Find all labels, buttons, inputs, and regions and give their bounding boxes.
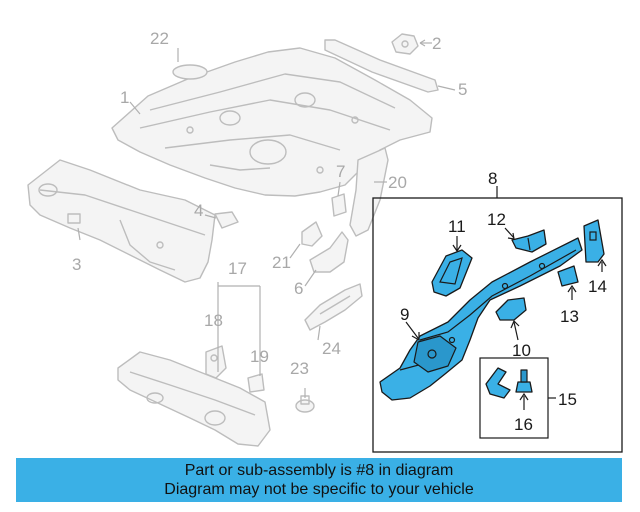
part-19-bracket: [247, 373, 265, 393]
callout-1: 1: [120, 88, 129, 107]
callout-23: 23: [290, 359, 309, 378]
parts-diagram: 22 2 5 1 3 4 7 20 21 6 24 17 18 19 23 8: [27, 29, 623, 453]
part-16-bolt: [515, 369, 533, 410]
callout-10: 10: [512, 341, 531, 360]
part-20-pillar: [349, 147, 389, 237]
black-callout-numbers: 11 12 14 13 9 10 15 16: [400, 210, 607, 434]
callout-15: 15: [558, 390, 577, 409]
part-22-plug: [172, 64, 208, 80]
callout-16: 16: [514, 415, 533, 434]
callout-19: 19: [250, 347, 269, 366]
callout-2: 2: [432, 34, 441, 53]
callout-14: 14: [588, 277, 607, 296]
part-24-rail: [304, 283, 363, 331]
part-2-bracket: [391, 33, 419, 55]
callout-8: 8: [488, 169, 497, 188]
part-10-mount: [495, 297, 527, 341]
assembly-8-box: 8: [372, 169, 623, 453]
callout-4: 4: [194, 201, 203, 220]
callout-22: 22: [150, 29, 169, 48]
part-7-bracket: [331, 193, 347, 217]
part-11-pad: [431, 236, 473, 297]
part-14-bracket: [583, 219, 607, 272]
part-12-bracket: [504, 227, 547, 253]
part-13-bracket: [557, 265, 579, 300]
callout-3: 3: [72, 255, 81, 274]
part-21-mount: [301, 221, 323, 247]
callout-21: 21: [272, 253, 291, 272]
gray-callout-numbers: 22 2 5 1 3 4 7 20 21 6 24 17 18 19 23: [72, 29, 467, 378]
info-banner: Part or sub-assembly is #8 in diagram Di…: [16, 458, 622, 502]
part-15-subassembly: [479, 357, 556, 439]
callout-9: 9: [400, 305, 409, 324]
part-18-bracket: [205, 345, 227, 379]
part-17-crossmember: [117, 351, 271, 447]
gray-leader-lines: [77, 39, 456, 398]
callout-20: 20: [388, 173, 407, 192]
callout-7: 7: [336, 162, 345, 181]
leader-9: [405, 321, 420, 342]
part-5-crossmember: [324, 39, 439, 93]
callout-18: 18: [204, 311, 223, 330]
part-9-frame-rail: [379, 237, 583, 401]
banner-line-2: Diagram may not be specific to your vehi…: [164, 481, 474, 498]
callout-13: 13: [560, 307, 579, 326]
part-6-bracket: [309, 231, 349, 273]
part-1-floor-pan: [111, 47, 433, 197]
callout-5: 5: [458, 80, 467, 99]
callout-6: 6: [294, 279, 303, 298]
banner-line-1: Part or sub-assembly is #8 in diagram: [184, 462, 454, 479]
part-3-rear-panel: [27, 159, 216, 283]
callout-17: 17: [228, 259, 247, 278]
part-4-bracket: [214, 211, 239, 229]
callout-24: 24: [322, 339, 341, 358]
callout-12: 12: [487, 210, 506, 229]
callout-11: 11: [448, 217, 466, 236]
part-23-plug: [295, 395, 315, 413]
